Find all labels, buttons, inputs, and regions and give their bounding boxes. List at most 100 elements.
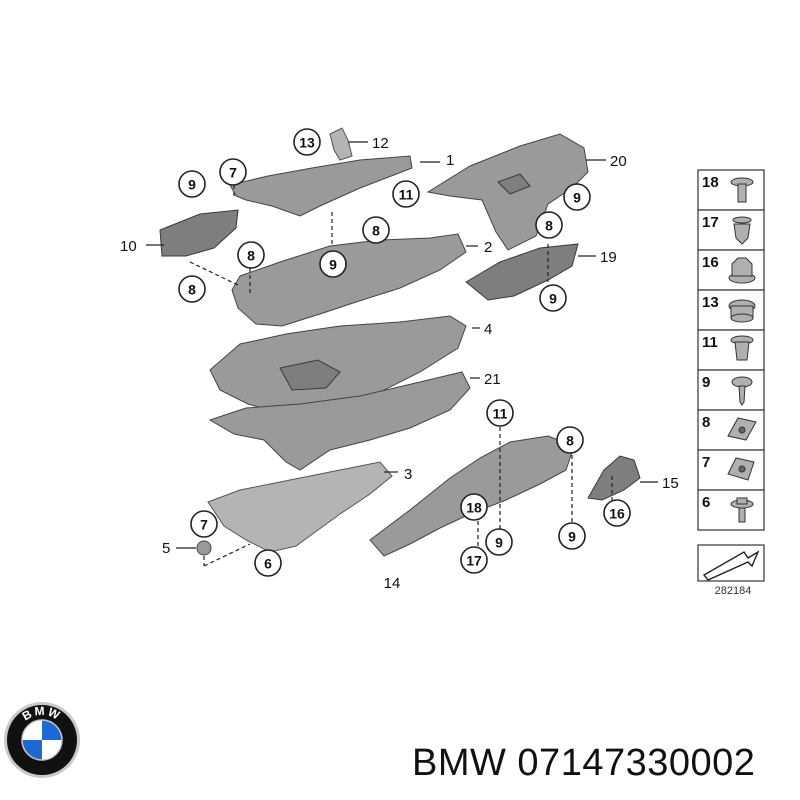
callout-16: 16 xyxy=(603,499,631,527)
panel-19 xyxy=(465,243,579,301)
callout-20: 20 xyxy=(610,153,627,170)
callout-7: 7 xyxy=(219,158,247,186)
callout-19: 19 xyxy=(600,249,617,266)
legend-item-9: 9 xyxy=(697,369,765,411)
callout-number: 3 xyxy=(404,466,412,483)
callout-number: 4 xyxy=(484,321,492,338)
callout-number: 9 xyxy=(549,291,557,307)
leader-lines xyxy=(146,141,658,567)
callout-number: 9 xyxy=(329,257,337,273)
callout-3: 3 xyxy=(404,466,412,483)
callout-ring xyxy=(460,546,488,574)
callout-number: 5 xyxy=(162,540,170,557)
legend-number: 11 xyxy=(702,334,718,351)
callout-ring xyxy=(556,426,584,454)
callout-number: 20 xyxy=(610,153,627,170)
callout-ring xyxy=(558,522,586,550)
callout-number: 1 xyxy=(446,152,454,169)
svg-text:BMW: BMW xyxy=(20,704,64,724)
legend-number: 7 xyxy=(702,454,710,471)
panel-21 xyxy=(208,371,471,471)
callout-number: 8 xyxy=(188,282,196,298)
legend-box xyxy=(697,489,765,531)
callout-number: 15 xyxy=(662,475,679,492)
figure-number: 282184 xyxy=(715,585,752,597)
part-caption: BMW 07147330002 xyxy=(412,742,756,784)
callout-21: 21 xyxy=(484,371,501,388)
callout-4: 4 xyxy=(484,321,492,338)
legend-item-8: 8 xyxy=(697,409,765,451)
callout-number: 21 xyxy=(484,371,501,388)
callout-9: 9 xyxy=(539,284,567,312)
callout-number: 9 xyxy=(568,529,576,545)
callout-8: 8 xyxy=(178,275,206,303)
callout-number: 8 xyxy=(247,248,255,264)
callout-number: 9 xyxy=(188,177,196,193)
callout-ring xyxy=(486,399,514,427)
direction-arrow-icon xyxy=(702,550,760,581)
callout-ring xyxy=(254,549,282,577)
callout-number: 10 xyxy=(120,238,137,255)
legend-item-18: 18 xyxy=(697,169,765,211)
callout-number: 2 xyxy=(484,239,492,256)
callout-number: 8 xyxy=(566,433,574,449)
legend-item-16: 16 xyxy=(697,249,765,291)
callout-ring xyxy=(485,528,513,556)
callout-8: 8 xyxy=(362,216,390,244)
callout-ring xyxy=(178,170,206,198)
callout-number: 11 xyxy=(493,406,508,422)
legend-number: 17 xyxy=(702,214,719,231)
callout-number: 12 xyxy=(372,135,389,152)
legend-number: 9 xyxy=(702,374,710,391)
panel-2 xyxy=(231,233,467,327)
callout-number: 13 xyxy=(299,135,315,151)
callout-number: 19 xyxy=(600,249,617,266)
legend-item-7: 7 xyxy=(697,449,765,491)
callout-12: 12 xyxy=(372,135,389,152)
callout-9: 9 xyxy=(563,183,591,211)
callout-number: 9 xyxy=(495,535,503,551)
callout-9: 9 xyxy=(485,528,513,556)
panel-20-hole xyxy=(497,173,531,195)
callout-2: 2 xyxy=(484,239,492,256)
panel-3 xyxy=(207,461,393,553)
legend-box xyxy=(697,369,765,411)
callout-ring xyxy=(362,216,390,244)
callout-ring xyxy=(219,158,247,186)
callout-13: 13 xyxy=(293,128,321,156)
panel-15 xyxy=(587,455,641,501)
callout-ring xyxy=(539,284,567,312)
callout-number: 11 xyxy=(399,187,414,203)
callout-9: 9 xyxy=(178,170,206,198)
panel-1 xyxy=(229,155,413,217)
callout-8: 8 xyxy=(237,241,265,269)
callout-ring xyxy=(535,211,563,239)
screw-icon xyxy=(731,376,753,406)
clip-nut-icon xyxy=(727,457,755,481)
clip-5 xyxy=(196,540,212,556)
callout-17: 17 xyxy=(460,546,488,574)
callout-number: 17 xyxy=(466,553,482,569)
legend-item-11: 11 xyxy=(697,329,765,371)
legend-box xyxy=(697,169,765,211)
callout-ring xyxy=(293,128,321,156)
callout-number: 8 xyxy=(545,218,553,234)
callout-9: 9 xyxy=(558,522,586,550)
callout-number: 18 xyxy=(466,500,482,516)
callout-5: 5 xyxy=(162,540,170,557)
plug-cap-icon xyxy=(728,299,756,323)
expanding-rivet-icon xyxy=(732,216,752,245)
flange-screw-icon xyxy=(730,497,754,523)
callout-9: 9 xyxy=(319,250,347,278)
legend-number: 8 xyxy=(702,414,710,431)
callout-14: 14 xyxy=(384,575,401,592)
callout-10: 10 xyxy=(120,238,137,255)
direction-indicator: 282184 xyxy=(697,544,765,597)
bmw-logo: BMW xyxy=(4,702,80,778)
panel-4-recess xyxy=(279,359,341,391)
clip-rivet-icon xyxy=(730,335,754,361)
callout-15: 15 xyxy=(662,475,679,492)
bracket-12 xyxy=(329,127,353,161)
